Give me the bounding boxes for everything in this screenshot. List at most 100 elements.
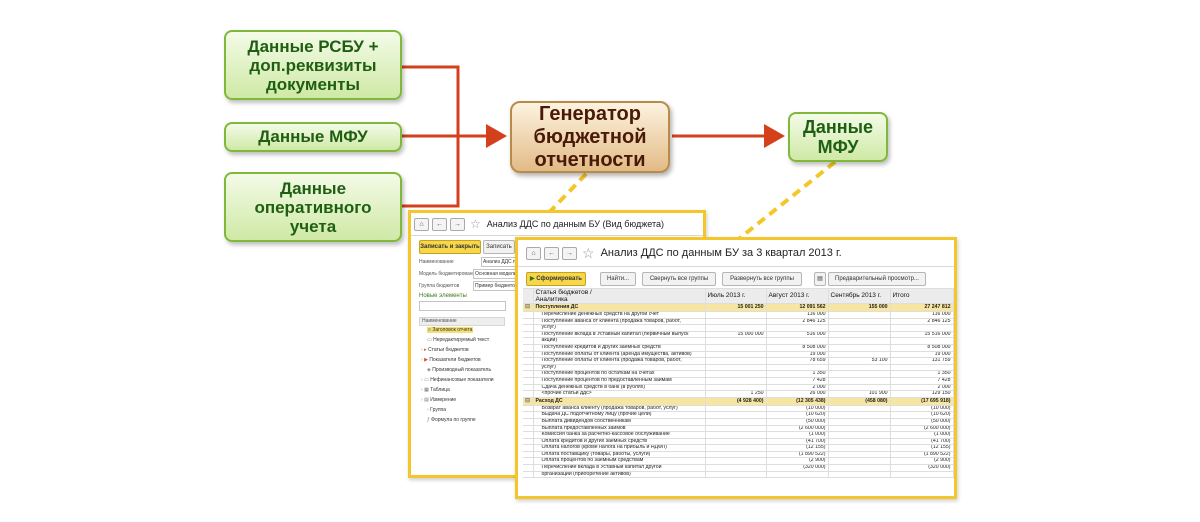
report-value-cell: 101 900 xyxy=(827,390,891,398)
report-item-cell: Оплата кредитов и других заемных средств xyxy=(532,437,706,446)
indicator-icon: ▶ xyxy=(424,357,428,363)
tree-item[interactable]: › ▭ Нефинансовые показатели xyxy=(421,377,494,383)
report-gutter-cell xyxy=(523,376,534,385)
back-arrow-icon[interactable]: ← xyxy=(432,217,447,231)
generate-button[interactable]: ▶ Сформировать xyxy=(526,272,586,286)
report-item-cell: Поступление вклада в Уставный капитал (п… xyxy=(532,330,706,339)
collapse-toggle-icon[interactable]: ⊟ xyxy=(523,396,534,406)
expand-icon[interactable]: › xyxy=(421,387,423,393)
formula-icon: ƒ xyxy=(427,417,430,423)
report-value-cell: 19 000 xyxy=(765,350,829,359)
report-row: Поступление процентов по предоставленным… xyxy=(523,376,954,385)
report-value-cell: 27 247 812 xyxy=(889,303,954,312)
expand-icon[interactable]: › xyxy=(421,397,423,403)
report-item-cell: Оплата налогов (кроме налога на прибыль … xyxy=(532,444,706,452)
save-and-close-button[interactable]: Записать и закрыть xyxy=(419,240,481,254)
forward-arrow-icon[interactable]: → xyxy=(562,246,577,260)
back-arrow-icon[interactable]: ← xyxy=(544,246,559,260)
budget-group-select[interactable]: Пример бюджетов xyxy=(473,281,516,291)
report-gutter-cell xyxy=(523,424,534,433)
report-value-cell: (12 305 438) xyxy=(765,396,829,406)
report-row: Поступление оплаты от клиента (аренда им… xyxy=(523,350,954,359)
report-value-cell xyxy=(704,457,767,466)
home-icon[interactable]: ⌂ xyxy=(414,217,429,231)
collapse-toggle-icon[interactable]: ⊟ xyxy=(523,303,534,312)
report-value-cell: (41 700) xyxy=(765,437,829,446)
report-value-cell: 15 001 250 xyxy=(704,303,767,312)
report-row: Возврат аванса клиенту (продажа товаров,… xyxy=(523,404,954,413)
tree-item[interactable]: ▭ Нередактируемый текст xyxy=(427,337,489,343)
report-value-cell: (320 000) xyxy=(889,464,954,472)
tree-item[interactable]: › ▸ Статьи бюджетов xyxy=(421,347,469,353)
report-title-icon: ≡ xyxy=(428,327,431,333)
result-box-mfu: Данные МФУ xyxy=(788,112,888,162)
favorite-star-icon[interactable]: ☆ xyxy=(470,217,481,231)
source-oper-line: учета xyxy=(289,216,337,236)
report-value-cell: 516 000 xyxy=(765,330,829,339)
tree-item-label: Нефинансовые показатели xyxy=(430,377,494,383)
tree-item-label: Нередактируемый текст xyxy=(433,337,490,343)
report-value-cell: 7 428 xyxy=(765,376,829,385)
tree-item[interactable]: › ▦ Таблица xyxy=(421,387,450,393)
report-value-cell: 7 428 xyxy=(889,376,954,385)
tree-item[interactable]: ƒ Формула по группе xyxy=(427,417,476,423)
arrow-rsbu-to-generator xyxy=(402,65,460,136)
preview-button[interactable]: Предварительный просмотр... xyxy=(828,272,926,286)
collapse-groups-button[interactable]: Свернуть все группы xyxy=(642,272,716,286)
report-value-cell xyxy=(889,337,954,345)
printer-icon: ▤ xyxy=(817,276,823,282)
expand-icon[interactable]: › xyxy=(421,347,423,353)
tree-item[interactable]: ≡ Заголовок отчета xyxy=(427,327,474,333)
tree-item[interactable]: ◈ Производный показатель xyxy=(427,367,491,373)
tree-item[interactable]: › ▤ Измерение xyxy=(421,397,456,403)
report-value-cell xyxy=(704,370,767,378)
forward-arrow-icon[interactable]: → xyxy=(450,217,465,231)
report-value-cell xyxy=(827,350,891,359)
report-item-cell: услуг) xyxy=(532,363,706,372)
expand-groups-button[interactable]: Развернуть все группы xyxy=(722,272,802,286)
report-value-cell xyxy=(704,444,767,452)
budget-model-select[interactable]: Основная модель xyxy=(473,269,516,279)
print-icon-button[interactable]: ▤ xyxy=(814,272,826,286)
report-value-cell xyxy=(704,470,767,479)
report-value-cell: 2 846 125 xyxy=(889,317,954,326)
tree-item[interactable]: › ▶ Показатели бюджетов xyxy=(421,357,481,363)
report-row: Поступление процентов по остаткам на сче… xyxy=(523,370,954,378)
report-value-cell: 15 516 000 xyxy=(889,330,954,339)
find-button[interactable]: Найти... xyxy=(600,272,636,286)
expand-icon[interactable]: › xyxy=(421,377,423,383)
report-item-cell: Перечисление вклада в Уставный капитал д… xyxy=(532,464,706,472)
field-label: Группа бюджетов xyxy=(419,283,460,289)
home-icon[interactable]: ⌂ xyxy=(526,246,541,260)
tree-item[interactable]: ▫ Группа xyxy=(427,407,446,413)
report-value-cell xyxy=(827,337,891,345)
report-value-cell xyxy=(765,337,829,345)
report-row: Комиссия банка за расчетно-кассовое обсл… xyxy=(523,431,954,439)
report-row: Сдача денежных средств в банк (в рублях)… xyxy=(523,383,954,392)
report-column-header: Итого xyxy=(889,288,954,304)
report-value-cell xyxy=(704,343,767,352)
report-gutter-cell xyxy=(523,470,534,479)
report-value-cell: (1 890 522) xyxy=(889,450,954,459)
report-value-cell: (10 000) xyxy=(889,404,954,413)
report-value-cell: 8 508 000 xyxy=(889,343,954,352)
report-value-cell: 78 659 xyxy=(765,357,829,365)
report-value-cell xyxy=(889,324,954,332)
tree-column-header: Наименование xyxy=(419,317,505,326)
save-button[interactable]: Записать xyxy=(483,240,515,254)
dimension-icon: ▤ xyxy=(424,397,429,403)
report-row: Оплата поставщику (товары, работы, услуг… xyxy=(523,450,954,459)
expand-icon[interactable]: › xyxy=(421,357,423,363)
report-value-cell: 116 000 xyxy=(765,311,829,319)
derived-indicator-icon: ◈ xyxy=(427,367,431,373)
report-value-cell xyxy=(827,404,891,413)
report-item-cell: Перечисление денежных средств на другой … xyxy=(532,311,706,319)
elements-search-input[interactable] xyxy=(419,301,506,311)
report-value-cell: 26 000 xyxy=(765,390,829,398)
report-value-cell xyxy=(704,417,767,426)
favorite-star-icon[interactable]: ☆ xyxy=(582,244,595,261)
report-row: Поступление аванса от клиента (продажа т… xyxy=(523,317,954,326)
report-value-cell xyxy=(827,431,891,439)
report-row: организации (приобретение активов) xyxy=(523,470,954,479)
